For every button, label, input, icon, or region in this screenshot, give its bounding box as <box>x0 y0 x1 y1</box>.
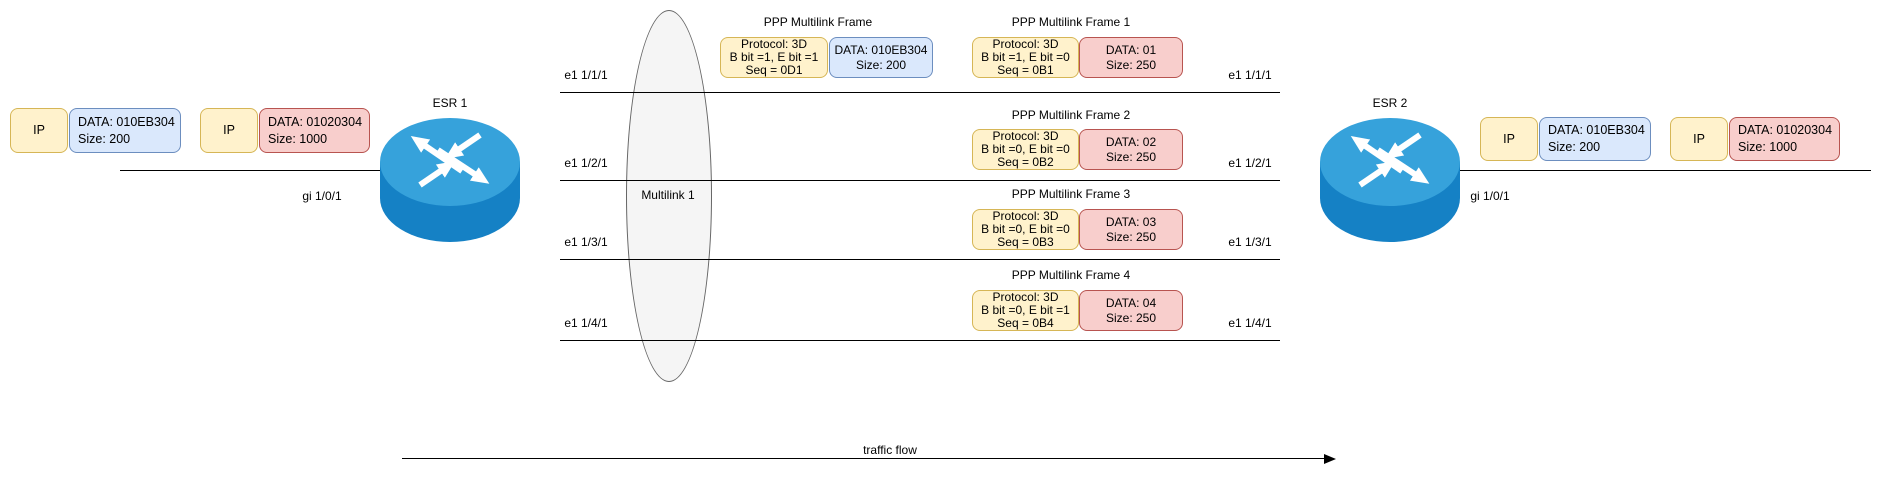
router-icon <box>380 118 520 242</box>
bits-value: B bit =0, E bit =0 <box>981 222 1070 236</box>
frame0-title: PPP Multilink Frame <box>763 15 873 29</box>
bits-value: B bit =0, E bit =1 <box>981 303 1070 317</box>
seq-value: Seq = 0B3 <box>997 235 1054 249</box>
e1-link3-right-label: e1 1/3/1 <box>1228 235 1272 249</box>
frame3-title: PPP Multilink Frame 3 <box>1011 187 1131 201</box>
multilink-bundle-ellipse <box>626 10 712 382</box>
frame3-data: DATA: 03 Size: 250 <box>1079 209 1183 250</box>
data-value: DATA: 02 <box>1105 134 1157 149</box>
size-value: Size: 1000 <box>1738 140 1798 154</box>
frame4-data: DATA: 04 Size: 250 <box>1079 290 1183 331</box>
frame3-header: Protocol: 3D B bit =0, E bit =0 Seq = 0B… <box>972 209 1079 250</box>
data-value: DATA: 01 <box>1105 42 1157 57</box>
traffic-flow-arrowhead-icon <box>1324 453 1336 464</box>
frame2-title: PPP Multilink Frame 2 <box>1011 108 1131 122</box>
ip-label: IP <box>223 123 235 137</box>
data-value: DATA: 010EB304 <box>78 114 175 129</box>
e1-link1-right-label: e1 1/1/1 <box>1228 68 1272 82</box>
ip-label: IP <box>33 123 45 137</box>
traffic-flow-label: traffic flow <box>863 443 917 457</box>
left-packet2-ip-header: IP <box>200 108 258 153</box>
e1-link1-left-label: e1 1/1/1 <box>564 68 608 82</box>
router-icon <box>1320 118 1460 242</box>
frame2-header: Protocol: 3D B bit =0, E bit =0 Seq = 0B… <box>972 129 1079 170</box>
data-value: DATA: 04 <box>1105 295 1157 310</box>
frame0-data: DATA: 010EB304 Size: 200 <box>829 37 933 78</box>
bits-value: B bit =1, E bit =0 <box>981 50 1070 64</box>
bits-value: B bit =0, E bit =0 <box>981 142 1070 156</box>
left-packet1-ip-header: IP <box>10 108 68 153</box>
frame1-header: Protocol: 3D B bit =1, E bit =0 Seq = 0B… <box>972 37 1079 78</box>
router-arrows-icon <box>1350 132 1430 188</box>
left-router-name: ESR 1 <box>432 96 468 110</box>
protocol-value: Protocol: 3D <box>992 129 1059 143</box>
right-packet2-data: DATA: 01020304 Size: 1000 <box>1729 117 1840 161</box>
frame0-header: Protocol: 3D B bit =1, E bit =1 Seq = 0D… <box>720 37 828 78</box>
data-value: DATA: 01020304 <box>1738 123 1833 137</box>
e1-link-line-4 <box>560 340 1280 341</box>
right-packet1-data: DATA: 010EB304 Size: 200 <box>1539 117 1651 161</box>
e1-link4-left-label: e1 1/4/1 <box>564 316 608 330</box>
protocol-value: Protocol: 3D <box>992 37 1059 51</box>
data-value: DATA: 03 <box>1105 214 1157 229</box>
protocol-value: Protocol: 3D <box>992 290 1059 304</box>
e1-link-line-1 <box>560 92 1280 93</box>
size-value: Size: 250 <box>1105 310 1157 325</box>
frame2-data: DATA: 02 Size: 250 <box>1079 129 1183 170</box>
right-router-interface-label: gi 1/0/1 <box>1470 189 1510 203</box>
multilink-bundle-label: Multilink 1 <box>641 188 695 202</box>
size-value: Size: 250 <box>1105 57 1157 72</box>
frame1-data: DATA: 01 Size: 250 <box>1079 37 1183 78</box>
size-value: Size: 200 <box>855 57 907 72</box>
frame4-title: PPP Multilink Frame 4 <box>1011 268 1131 282</box>
seq-value: Seq = 0B1 <box>997 63 1054 77</box>
left-packet2-data: DATA: 01020304 Size: 1000 <box>259 108 370 153</box>
router-arrows-icon <box>410 132 490 188</box>
ip-label: IP <box>1693 131 1705 146</box>
data-value: DATA: 01020304 <box>268 114 363 129</box>
right-gigabit-link-line <box>1458 170 1871 171</box>
left-router-interface-label: gi 1/0/1 <box>302 189 342 203</box>
data-value: DATA: 010EB304 <box>834 42 928 57</box>
ip-label: IP <box>1503 131 1515 146</box>
right-router-name: ESR 2 <box>1372 96 1408 110</box>
protocol-value: Protocol: 3D <box>740 37 808 51</box>
seq-value: Seq = 0B2 <box>997 155 1054 169</box>
right-packet1-ip-header: IP <box>1480 117 1538 161</box>
seq-value: Seq = 0B4 <box>997 316 1054 330</box>
frame4-header: Protocol: 3D B bit =0, E bit =1 Seq = 0B… <box>972 290 1079 331</box>
seq-value: Seq = 0D1 <box>745 63 803 77</box>
left-packet1-data: DATA: 010EB304 Size: 200 <box>69 108 181 153</box>
size-value: Size: 250 <box>1105 149 1157 164</box>
size-value: Size: 250 <box>1105 229 1157 244</box>
size-value: Size: 1000 <box>268 131 328 146</box>
frame1-title: PPP Multilink Frame 1 <box>1011 15 1131 29</box>
size-value: Size: 200 <box>78 131 131 146</box>
size-value: Size: 200 <box>1548 140 1601 154</box>
left-gigabit-link-line <box>120 170 382 171</box>
e1-link-line-2 <box>560 180 1280 181</box>
e1-link4-right-label: e1 1/4/1 <box>1228 316 1272 330</box>
e1-link-line-3 <box>560 259 1280 260</box>
data-value: DATA: 010EB304 <box>1548 123 1645 137</box>
e1-link2-left-label: e1 1/2/1 <box>564 156 608 170</box>
protocol-value: Protocol: 3D <box>992 209 1059 223</box>
traffic-flow-arrow-line <box>402 458 1327 459</box>
bits-value: B bit =1, E bit =1 <box>729 50 819 64</box>
right-packet2-ip-header: IP <box>1670 117 1728 161</box>
e1-link2-right-label: e1 1/2/1 <box>1228 156 1272 170</box>
e1-link3-left-label: e1 1/3/1 <box>564 235 608 249</box>
